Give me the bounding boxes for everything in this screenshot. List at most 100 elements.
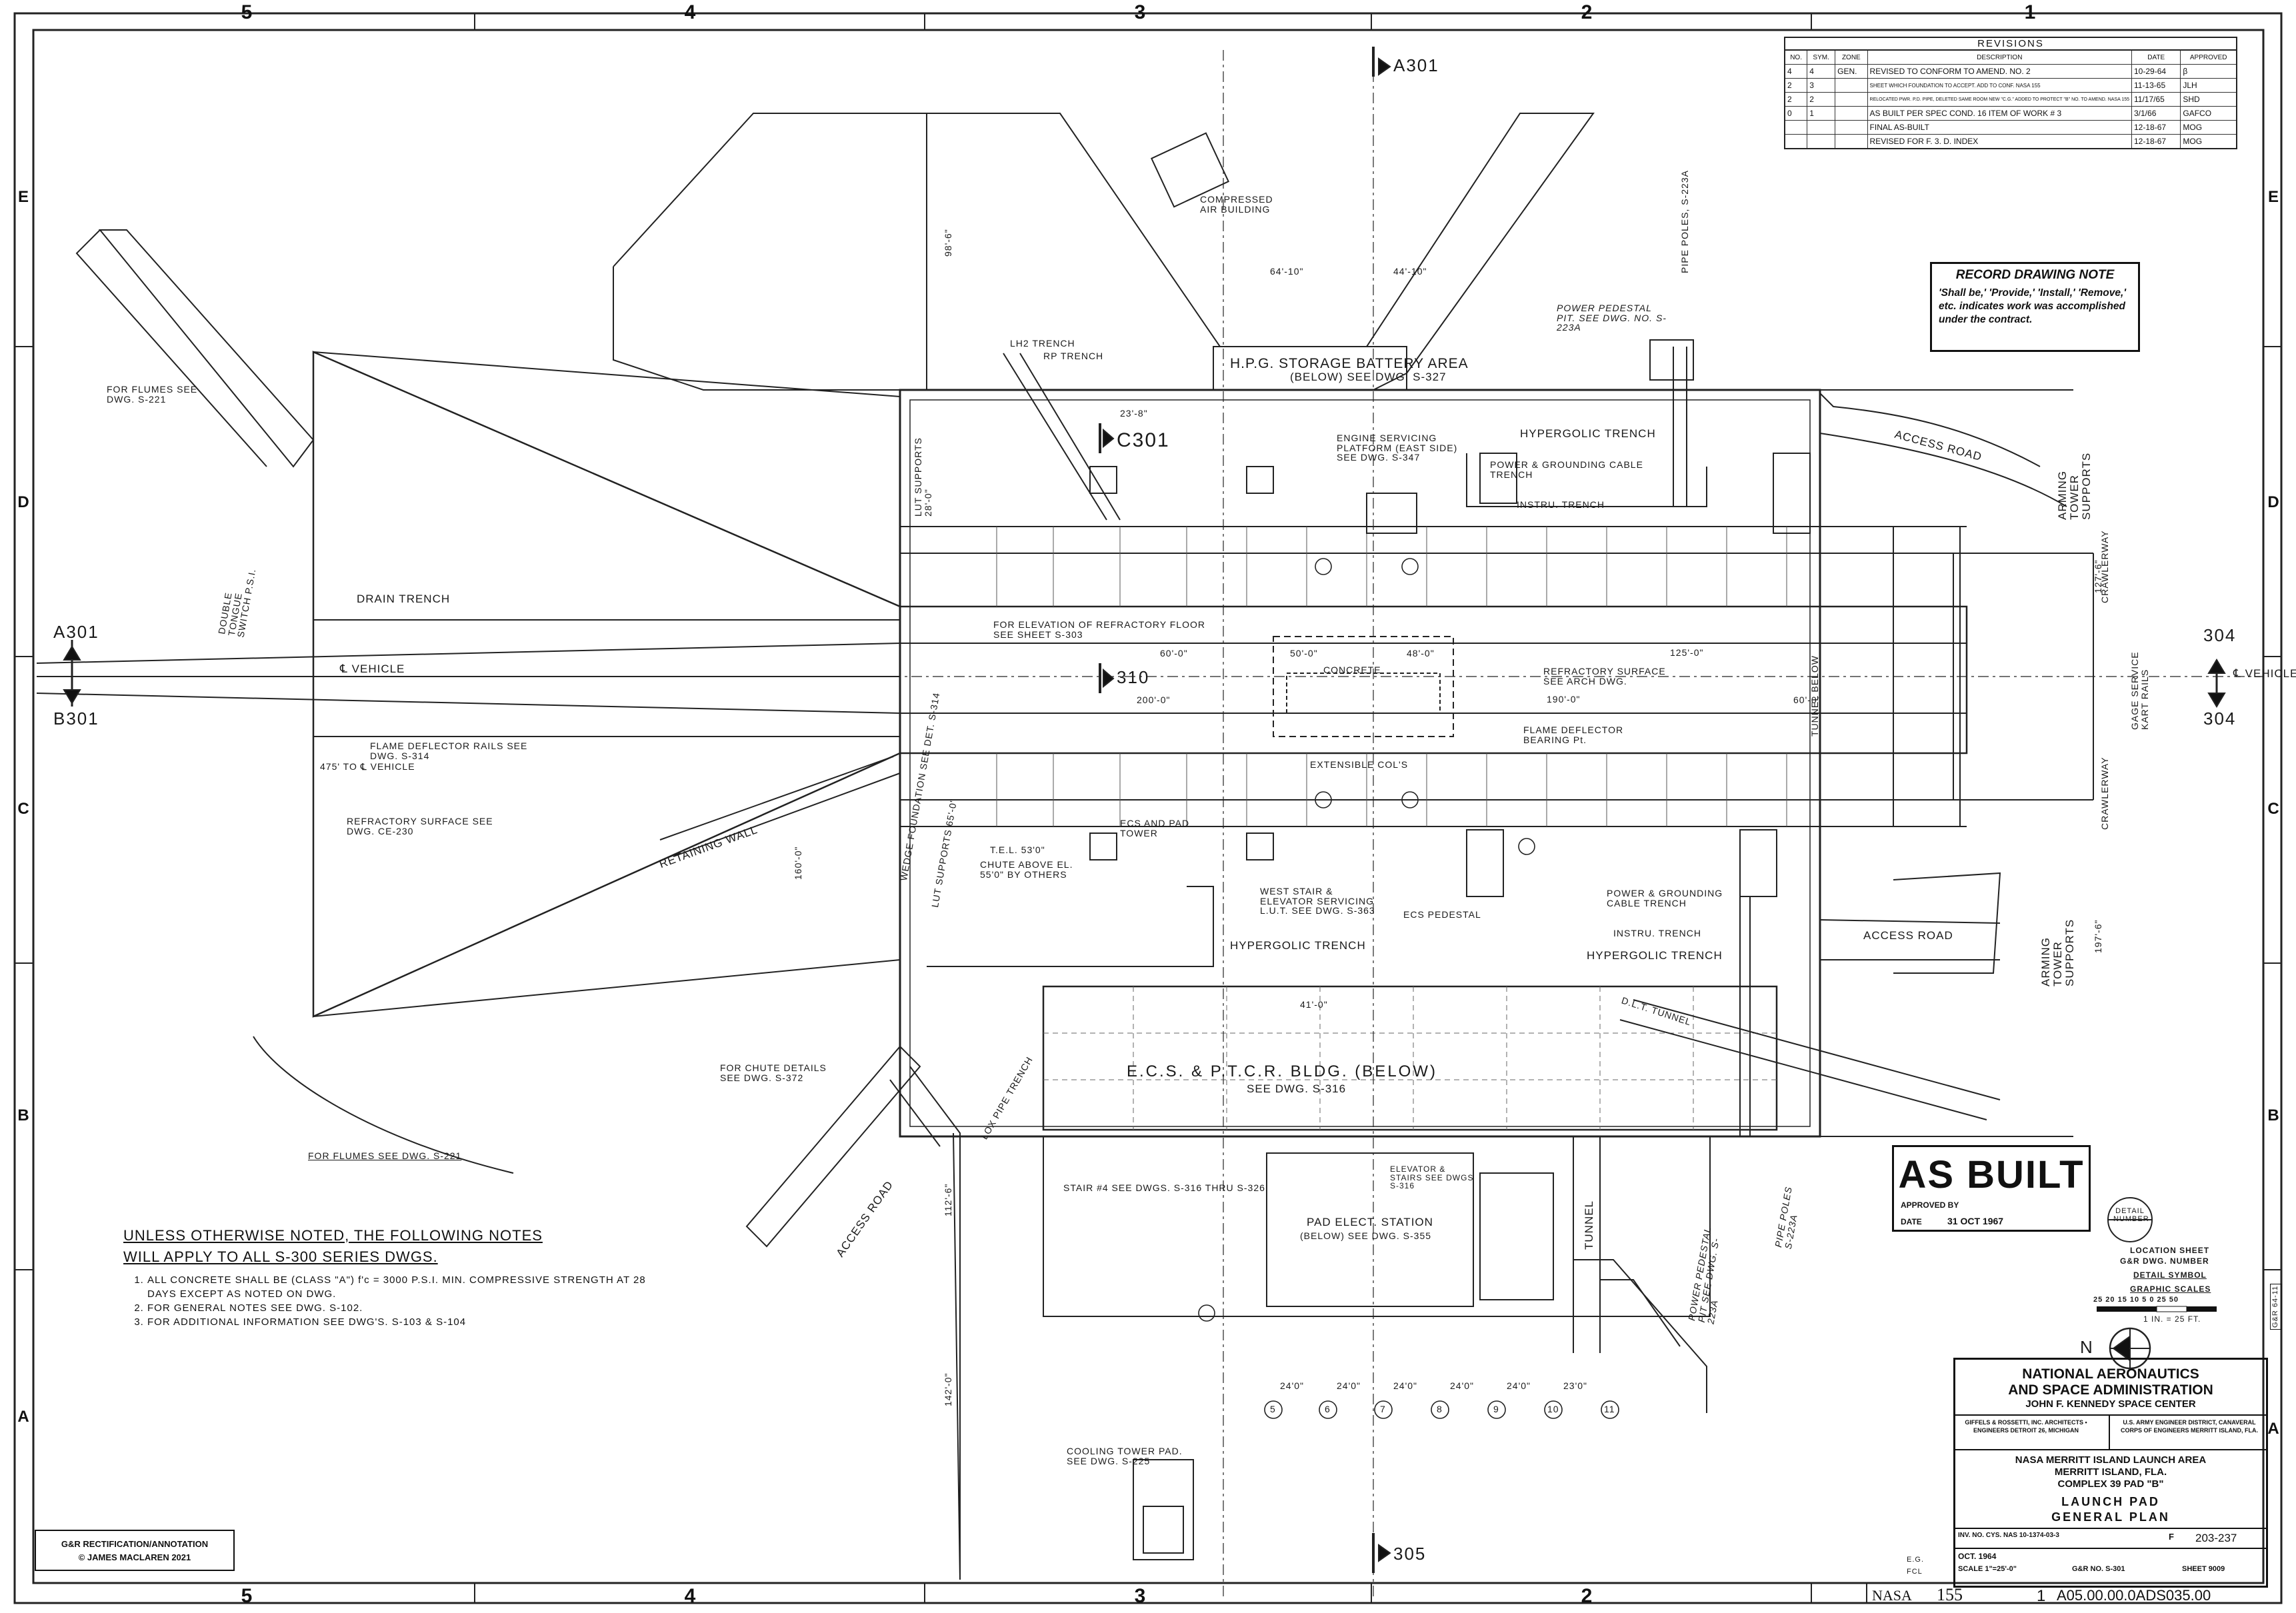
rev-header: APPROVED <box>2180 49 2237 65</box>
grid-row-label: B <box>17 1106 29 1124</box>
rev-cell: SHEET WHICH FOUNDATION TO ACCEPT. ADD TO… <box>1867 78 2133 93</box>
scale-note: 1 IN. = 25 FT. <box>2143 1314 2201 1324</box>
record-note-title: RECORD DRAWING NOTE <box>1955 268 2115 282</box>
label-pipe-poles: PIPE POLES, S-223A <box>1679 170 1690 273</box>
label-gage-rails: GAGE SERVICE KART RAILS <box>2129 651 2150 730</box>
bottom-number: 155 <box>1937 1585 1963 1604</box>
label-arming-tower: ARMING TOWER SUPPORTS <box>2056 452 2093 520</box>
rev-cell: MOG <box>2180 134 2237 149</box>
record-note-body: 'Shall be,' 'Provide,' 'Install,' 'Remov… <box>1939 287 2127 326</box>
as-built-stamp: AS BUILT APPROVED BY DATE 31 OCT 1967 <box>1892 1145 2091 1232</box>
label-drain-trench: DRAIN TRENCH <box>357 593 451 605</box>
rev-cell <box>1784 134 1808 149</box>
label-flame-deflector-rails: FLAME DEFLECTOR RAILS SEE DWG. S-314 <box>370 741 528 761</box>
label-extensible-cols: EXTENSIBLE COL'S <box>1310 759 1409 770</box>
grid-col-label: 2 <box>1581 1 1593 23</box>
tb-firm: GIFFELS & ROSSETTI, INC. ARCHITECTS • EN… <box>1965 1419 2087 1434</box>
label-dimension: 98'-6" <box>943 229 953 257</box>
label-dimension: 50'-0" <box>1290 648 1318 659</box>
tb-size: F <box>2169 1532 2174 1542</box>
label-dimension: 60'-0" <box>1793 695 1821 705</box>
grid-row-label: C <box>2267 800 2279 818</box>
rev-cell: 1 <box>1807 106 1836 121</box>
section-label: 305 <box>1393 1544 1427 1564</box>
label-crawlerway: CRAWLERWAY <box>2099 530 2110 603</box>
approved-by-label: APPROVED BY <box>1901 1200 1959 1210</box>
label-dimension: 125'-0" <box>1670 647 1704 658</box>
grid-row-label: D <box>17 493 29 511</box>
grid-row-label: E <box>17 188 29 206</box>
north-label: N <box>2080 1337 2094 1357</box>
label-instru-trench: INSTRU. TRENCH <box>1613 928 1701 938</box>
scale-ticks: 25 20 15 10 5 0 25 50 <box>2093 1296 2179 1304</box>
rev-cell: 11/17/65 <box>2131 92 2181 107</box>
label-flumes: FOR FLUMES SEE DWG. S-221 <box>107 384 198 405</box>
title-block: NATIONAL AERONAUTICS AND SPACE ADMINISTR… <box>1953 1358 2268 1588</box>
as-built-date: 31 OCT 1967 <box>1947 1216 2004 1226</box>
label-dimension: 48'-0" <box>1407 648 1435 659</box>
label-hypergolic-trench: HYPERGOLIC TRENCH <box>1230 939 1366 952</box>
rev-cell: 2 <box>1807 92 1836 107</box>
label-arming-tower: ARMING TOWER SUPPORTS <box>2039 918 2076 986</box>
label-dimension: 200'-0" <box>1137 695 1171 705</box>
label-dimension: 142'-0" <box>943 1372 953 1406</box>
rev-cell: SHD <box>2180 92 2237 107</box>
grid-col-label: 1 <box>2024 1 2036 23</box>
label-chute: CHUTE ABOVE EL. 55'0" BY OTHERS <box>980 859 1073 880</box>
tb-project: MERRITT ISLAND, FLA. <box>2054 1466 2167 1478</box>
rev-cell: 2 <box>1784 78 1808 93</box>
section-label: 310 <box>1117 667 1150 687</box>
label-hpg-storage: H.P.G. STORAGE BATTERY AREA <box>1230 356 1469 371</box>
label-power-grounding: POWER & GROUNDING CABLE TRENCH <box>1490 459 1643 480</box>
label-concrete: CONCRETE <box>1323 665 1381 675</box>
rev-header: ZONE <box>1835 49 1868 65</box>
tb-scale: SCALE 1"=25'-0" <box>1958 1565 2017 1573</box>
rev-cell <box>1807 120 1836 135</box>
record-drawing-note: RECORD DRAWING NOTE 'Shall be,' 'Provide… <box>1930 262 2140 352</box>
grid-col-label: 3 <box>1134 1 1146 23</box>
inner-frame <box>32 29 2265 1584</box>
rev-cell: β <box>2180 64 2237 79</box>
tb-center: JOHN F. KENNEDY SPACE CENTER <box>2025 1398 2196 1410</box>
list-item: ALL CONCRETE SHALL BE (CLASS "A") f'c = … <box>147 1273 654 1301</box>
section-label: A301 <box>53 622 99 642</box>
label-dimension: 23'-8" <box>1120 408 1148 419</box>
rev-cell: 3 <box>1807 78 1836 93</box>
rev-header: NO. <box>1784 49 1808 65</box>
detail-number-label: DETAIL NUMBER <box>2113 1207 2149 1223</box>
tb-inv-no: INV. NO. CYS. NAS 10-1374-03-3 <box>1958 1532 2059 1539</box>
section-label: B301 <box>53 709 99 729</box>
rev-header: DATE <box>2131 49 2181 65</box>
rev-cell <box>1835 134 1868 149</box>
grid-circle-label: 8 <box>1437 1404 1443 1414</box>
label-dimension: 24'0" <box>1280 1380 1305 1391</box>
credit-line: © JAMES MACLAREN 2021 <box>78 1552 191 1562</box>
grid-col-label: 3 <box>1134 1585 1146 1607</box>
rev-cell: 3/1/66 <box>2131 106 2181 121</box>
notes-list: ALL CONCRETE SHALL BE (CLASS "A") f'c = … <box>147 1273 654 1329</box>
tb-agency: AND SPACE ADMINISTRATION <box>2008 1382 2213 1398</box>
bottom-nasa: NASA <box>1872 1587 1912 1604</box>
rev-header: SYM. <box>1807 49 1836 65</box>
tb-drawn: E.G. <box>1907 1556 1925 1564</box>
revisions-title: REVISIONS <box>1784 37 2237 49</box>
tb-gr-no: G&R NO. S-301 <box>2072 1565 2125 1573</box>
label-pad-elect-sub: (BELOW) SEE DWG. S-355 <box>1300 1230 1432 1241</box>
rev-cell <box>1835 106 1868 121</box>
rev-cell: FINAL AS-BUILT <box>1867 120 2133 135</box>
credit-line: G&R RECTIFICATION/ANNOTATION <box>61 1539 209 1549</box>
tb-complex: COMPLEX 39 PAD "B" <box>2057 1478 2164 1490</box>
section-label: 304 <box>2203 625 2237 645</box>
gr-dwg-label: G&R DWG. NUMBER <box>2120 1256 2209 1266</box>
label-dimension: 24'0" <box>1507 1380 1531 1391</box>
label-cooling-tower: COOLING TOWER PAD. SEE DWG. S-225 <box>1067 1446 1183 1466</box>
rev-cell <box>1835 78 1868 93</box>
grid-row-label: E <box>2267 188 2279 206</box>
rev-cell: 10-29-64 <box>2131 64 2181 79</box>
tb-drawing-title: LAUNCH PAD <box>2061 1495 2160 1508</box>
label-dimension: 197'-6" <box>2093 919 2103 953</box>
